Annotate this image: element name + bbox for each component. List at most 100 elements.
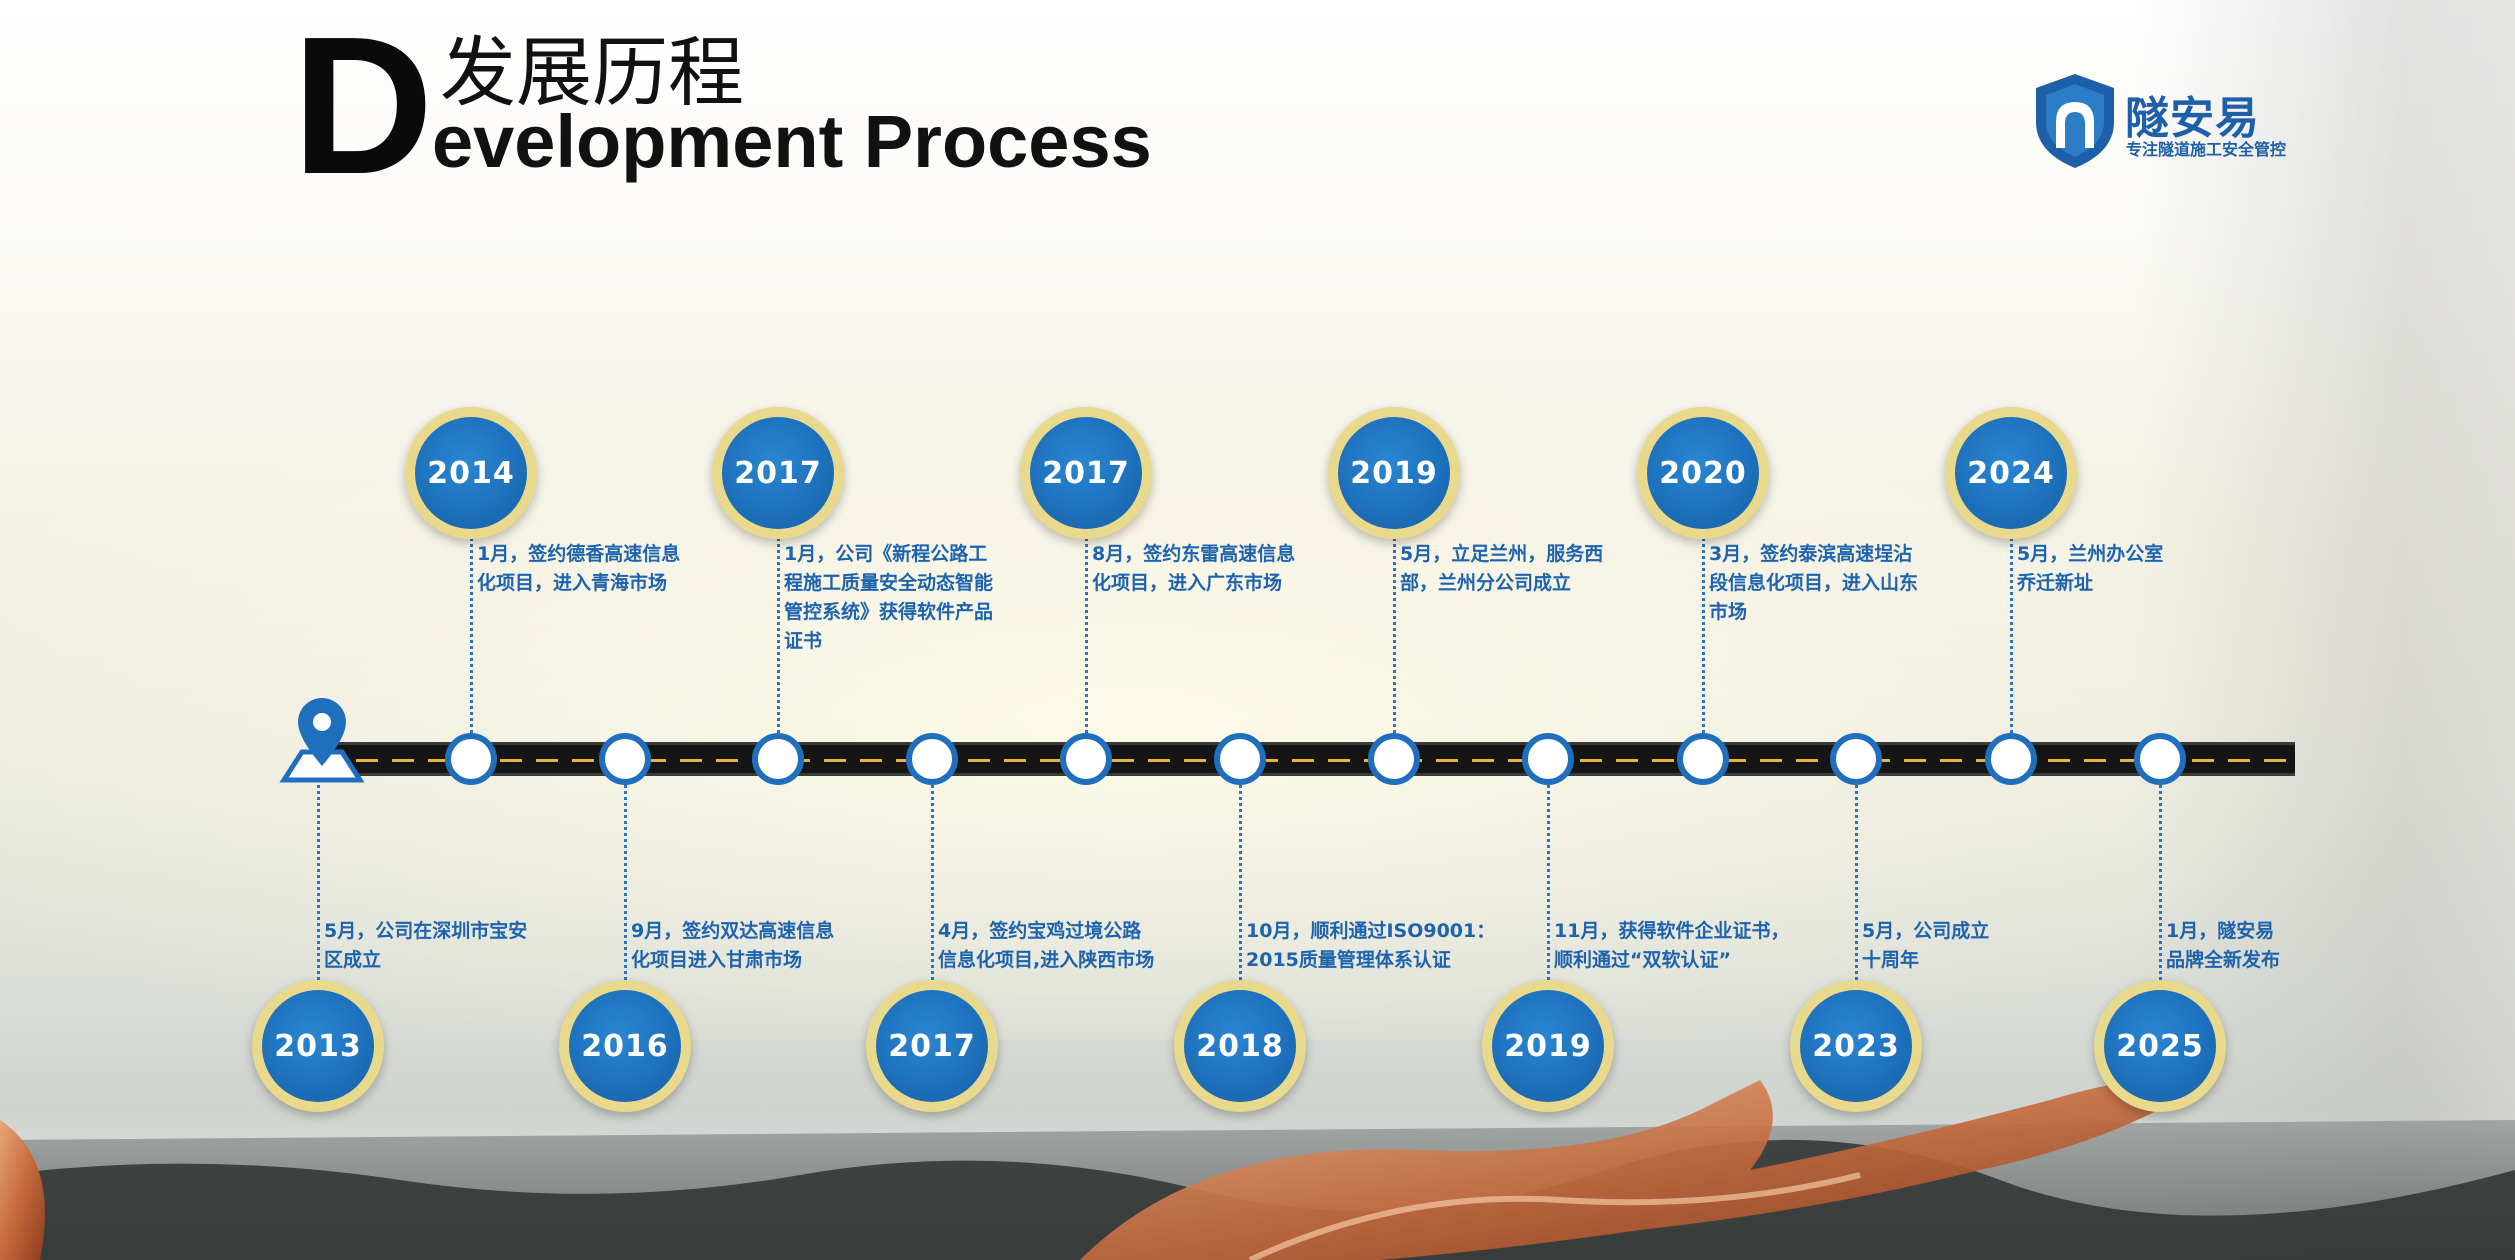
event-line: 8月，签约东雷高速信息 bbox=[1092, 543, 1296, 565]
timeline-node bbox=[1985, 733, 2037, 785]
timeline-node bbox=[906, 733, 958, 785]
location-pin-icon bbox=[279, 698, 365, 783]
year-label: 2024 bbox=[1955, 417, 2067, 529]
timeline-node bbox=[1368, 733, 1420, 785]
year-label: 2019 bbox=[1338, 417, 1450, 529]
event-line: 9月，签约双达高速信息 bbox=[631, 920, 835, 942]
event-line: 信息化项目,进入陕西市场 bbox=[938, 949, 1155, 971]
event-line: 化项目，进入青海市场 bbox=[477, 572, 668, 594]
event-line: 段信息化项目，进入山东 bbox=[1709, 572, 1919, 594]
bottom-scene-illustration bbox=[0, 1080, 2515, 1260]
event-line: 10月，顺利通过ISO9001： bbox=[1246, 920, 1496, 942]
year-badge: 2025 bbox=[2094, 980, 2226, 1112]
timeline-connector bbox=[2159, 785, 2162, 980]
event-description: 3月，签约泰滨高速埕沾段信息化项目，进入山东市场 bbox=[1709, 540, 1918, 627]
event-line: 1月，隧安易 bbox=[2166, 920, 2275, 942]
event-line: 十周年 bbox=[1862, 949, 1920, 971]
event-line: 管控系统》获得软件产品 bbox=[784, 601, 994, 623]
timeline-connector bbox=[1702, 538, 1705, 733]
event-line: 3月，签约泰滨高速埕沾 bbox=[1709, 543, 1913, 565]
copper-ribbon-left bbox=[0, 1120, 45, 1260]
event-line: 1月，签约德香高速信息 bbox=[477, 543, 681, 565]
brand-slogan: 专注隧道施工安全管控 bbox=[2126, 140, 2287, 159]
year-label: 2013 bbox=[262, 990, 374, 1102]
year-label: 2014 bbox=[415, 417, 527, 529]
tunnel-shield-icon bbox=[2036, 74, 2114, 168]
copper-ribbon-center bbox=[1080, 1080, 2210, 1260]
event-description: 9月，签约双达高速信息化项目进入甘肃市场 bbox=[631, 917, 834, 975]
year-badge: 2024 bbox=[1945, 407, 2077, 539]
timeline-connector bbox=[777, 538, 780, 733]
event-line: 5月，公司在深圳市宝安 bbox=[324, 920, 528, 942]
year-badge: 2014 bbox=[405, 407, 537, 539]
event-line: 化项目进入甘肃市场 bbox=[631, 949, 803, 971]
year-label: 2025 bbox=[2104, 990, 2216, 1102]
event-line: 程施工质量安全动态智能 bbox=[784, 572, 994, 594]
year-badge: 2016 bbox=[559, 980, 691, 1112]
year-badge: 2019 bbox=[1328, 407, 1460, 539]
year-label: 2017 bbox=[1030, 417, 1142, 529]
year-label: 2017 bbox=[876, 990, 988, 1102]
road-lane-marking bbox=[320, 759, 2295, 762]
year-label: 2018 bbox=[1184, 990, 1296, 1102]
year-badge: 2020 bbox=[1637, 407, 1769, 539]
event-description: 11月，获得软件企业证书，顺利通过“双软认证” bbox=[1554, 917, 1789, 975]
event-line: 5月，公司成立 bbox=[1862, 920, 1990, 942]
year-badge: 2019 bbox=[1482, 980, 1614, 1112]
timeline-node bbox=[1830, 733, 1882, 785]
page-title-english: evelopment Process bbox=[432, 100, 1152, 183]
event-description: 5月，公司在深圳市宝安区成立 bbox=[324, 917, 527, 975]
event-line: 5月，兰州办公室 bbox=[2017, 543, 2164, 565]
event-description: 8月，签约东雷高速信息化项目，进入广东市场 bbox=[1092, 540, 1295, 598]
timeline-connector bbox=[931, 785, 934, 980]
timeline-connector bbox=[624, 785, 627, 980]
year-label: 2019 bbox=[1492, 990, 1604, 1102]
event-description: 10月，顺利通过ISO9001： 2015质量管理体系认证 bbox=[1246, 917, 1495, 975]
event-description: 1月，公司《新程公路工程施工质量安全动态智能管控系统》获得软件产品证书 bbox=[784, 540, 993, 656]
timeline-connector bbox=[470, 538, 473, 733]
event-line: 2015质量管理体系认证 bbox=[1246, 949, 1451, 971]
brand-logo: 隧安易 专注隧道施工安全管控 bbox=[2030, 70, 2290, 170]
event-line: 5月，立足兰州，服务西 bbox=[1400, 543, 1604, 565]
year-badge: 2017 bbox=[712, 407, 844, 539]
event-line: 乔迁新址 bbox=[2017, 572, 2094, 594]
year-badge: 2018 bbox=[1174, 980, 1306, 1112]
event-line: 部，兰州分公司成立 bbox=[1400, 572, 1572, 594]
year-label: 2023 bbox=[1800, 990, 1912, 1102]
timeline-node bbox=[1677, 733, 1729, 785]
event-description: 5月，立足兰州，服务西部，兰州分公司成立 bbox=[1400, 540, 1603, 598]
event-description: 5月，兰州办公室乔迁新址 bbox=[2017, 540, 2163, 598]
timeline-connector bbox=[1085, 538, 1088, 733]
timeline-node bbox=[1060, 733, 1112, 785]
year-badge: 2017 bbox=[866, 980, 998, 1112]
timeline-connector bbox=[1547, 785, 1550, 980]
event-line: 证书 bbox=[784, 630, 823, 652]
event-line: 品牌全新发布 bbox=[2166, 949, 2281, 971]
event-line: 1月，公司《新程公路工 bbox=[784, 543, 988, 565]
event-line: 顺利通过“双软认证” bbox=[1554, 949, 1731, 971]
page-title-chinese: 发展历程 bbox=[440, 28, 744, 117]
timeline-node bbox=[1522, 733, 1574, 785]
event-line: 化项目，进入广东市场 bbox=[1092, 572, 1283, 594]
year-badge: 2013 bbox=[252, 980, 384, 1112]
copper-ribbon-highlight bbox=[1248, 1172, 1861, 1260]
event-line: 市场 bbox=[1709, 601, 1748, 623]
event-description: 5月，公司成立十周年 bbox=[1862, 917, 1989, 975]
timeline-connector bbox=[2010, 538, 2013, 733]
brand-name: 隧安易 bbox=[2125, 93, 2260, 144]
title-big-letter: D bbox=[292, 0, 434, 215]
event-line: 4月，签约宝鸡过境公路 bbox=[938, 920, 1142, 942]
event-description: 1月，隧安易品牌全新发布 bbox=[2166, 917, 2280, 975]
year-label: 2020 bbox=[1647, 417, 1759, 529]
timeline-node bbox=[599, 733, 651, 785]
event-line: 区成立 bbox=[324, 949, 382, 971]
timeline-node bbox=[445, 733, 497, 785]
year-badge: 2017 bbox=[1020, 407, 1152, 539]
timeline-node bbox=[1214, 733, 1266, 785]
timeline-connector bbox=[1393, 538, 1396, 733]
year-badge: 2023 bbox=[1790, 980, 1922, 1112]
year-label: 2017 bbox=[722, 417, 834, 529]
year-label: 2016 bbox=[569, 990, 681, 1102]
timeline-connector bbox=[317, 785, 320, 980]
timeline-node bbox=[2134, 733, 2186, 785]
